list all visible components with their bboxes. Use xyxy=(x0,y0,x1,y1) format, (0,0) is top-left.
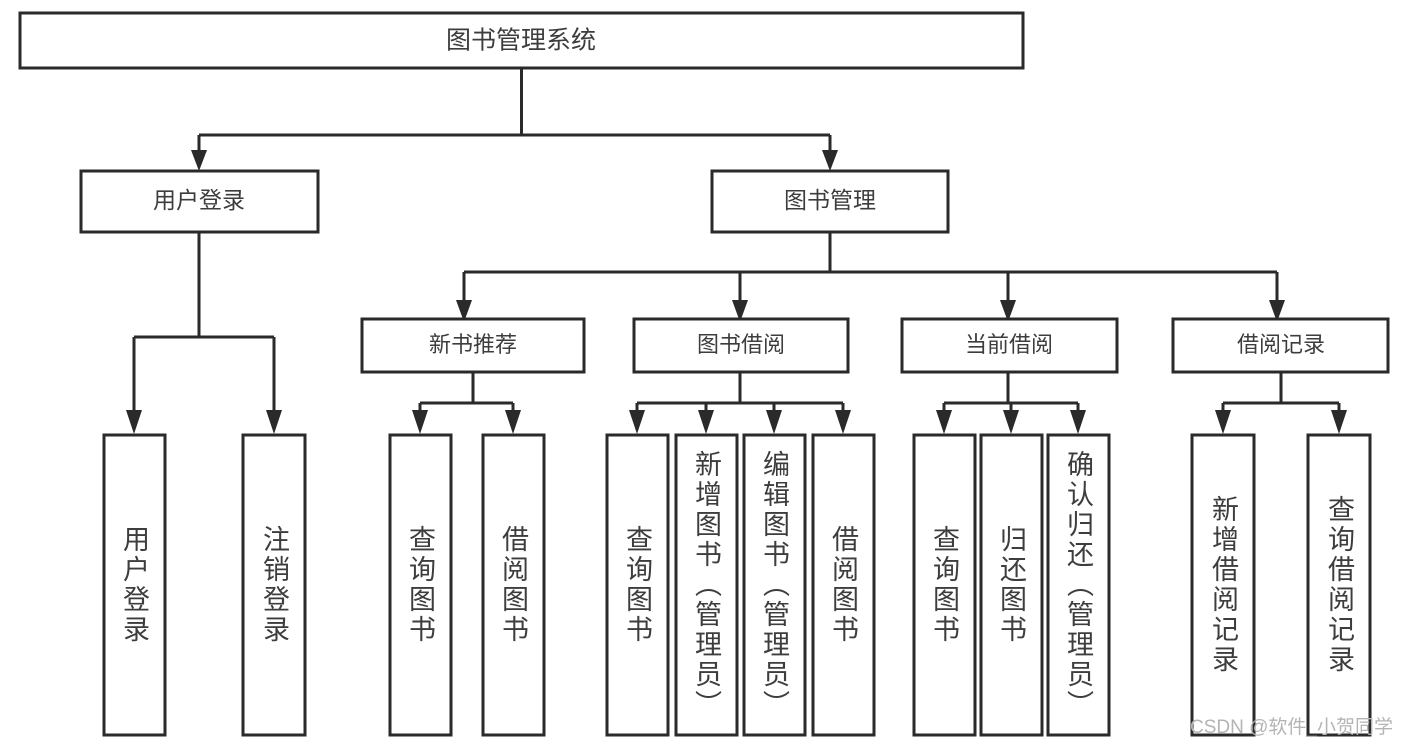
leaf-currentborrow-return-label: 归还图书 xyxy=(996,525,1027,645)
node-root[interactable]: 图书管理系统 xyxy=(18,11,1025,70)
leaf-currentborrow-return-box[interactable] xyxy=(979,433,1044,737)
arrow-head-newbook-leaf2 xyxy=(505,410,521,434)
leaf-user-login-login-label: 用户登录 xyxy=(119,525,150,645)
arrow-head-new-book xyxy=(456,300,472,322)
arrow-head-br-leaf2 xyxy=(1331,410,1347,434)
arrow-head-bb-leaf4 xyxy=(835,410,851,434)
leaf-bookborrow-borrow[interactable]: 借阅图书 xyxy=(811,433,876,737)
arrow-head-cb-leaf1 xyxy=(936,410,952,434)
leaf-newbook-query-label: 查询图书 xyxy=(405,525,436,645)
node-book-management[interactable]: 图书管理 xyxy=(710,169,950,234)
node-book-borrow-label: 图书借阅 xyxy=(697,332,785,357)
node-current-borrow-box[interactable] xyxy=(900,317,1119,374)
leaf-newbook-borrow-label: 借阅图书 xyxy=(498,525,529,645)
arrow-head-br-leaf1 xyxy=(1215,410,1231,434)
leaf-bookborrow-query-label: 查询图书 xyxy=(622,525,653,645)
node-user-login-label: 用户登录 xyxy=(153,187,245,213)
leaf-borrowrecord-add-box[interactable] xyxy=(1190,433,1256,737)
node-root-box[interactable] xyxy=(18,11,1025,70)
leaf-user-login-login-box[interactable] xyxy=(102,433,167,737)
leaf-bookborrow-query[interactable]: 查询图书 xyxy=(605,433,670,737)
node-new-book-recommend-label: 新书推荐 xyxy=(429,332,517,357)
node-book-borrow[interactable]: 图书借阅 xyxy=(632,317,850,374)
arrow-head-leaf-logout xyxy=(266,410,282,434)
node-borrow-record-box[interactable] xyxy=(1171,317,1390,374)
leaf-currentborrow-query[interactable]: 查询图书 xyxy=(912,433,977,737)
leaf-bookborrow-borrow-box[interactable] xyxy=(811,433,876,737)
leaf-currentborrow-return[interactable]: 归还图书 xyxy=(979,433,1044,737)
arrow-head-current-borrow xyxy=(1000,300,1016,322)
node-current-borrow[interactable]: 当前借阅 xyxy=(900,317,1119,374)
leaf-user-login-logout[interactable]: 注销登录 xyxy=(241,433,307,737)
arrow-head-borrow-record xyxy=(1269,300,1285,322)
leaf-bookborrow-add-box[interactable] xyxy=(674,433,739,737)
node-user-login[interactable]: 用户登录 xyxy=(79,169,320,234)
leaf-newbook-borrow-box[interactable] xyxy=(481,433,546,737)
node-book-borrow-box[interactable] xyxy=(632,317,850,374)
node-borrow-record[interactable]: 借阅记录 xyxy=(1171,317,1390,374)
arrow-head-cb-leaf2 xyxy=(1003,410,1019,434)
arrow-head-leaf-user-login xyxy=(126,410,142,434)
node-root-label: 图书管理系统 xyxy=(446,27,596,55)
node-current-borrow-label: 当前借阅 xyxy=(965,332,1053,357)
leaf-user-login-login[interactable]: 用户登录 xyxy=(102,433,167,737)
csdn-watermark: CSDN @软件_小贺同学 xyxy=(1190,717,1393,738)
leaf-bookborrow-add-label: 新增图书（管理员） xyxy=(691,450,722,720)
leaf-user-login-logout-box[interactable] xyxy=(241,433,307,737)
leaf-newbook-query-box[interactable] xyxy=(388,433,453,737)
node-book-management-box[interactable] xyxy=(710,169,950,234)
leaf-currentborrow-confirm-label: 确认归还（管理员） xyxy=(1063,450,1094,720)
leaf-borrowrecord-query-box[interactable] xyxy=(1306,433,1372,737)
leaf-borrowrecord-add[interactable]: 新增借阅记录 xyxy=(1190,433,1256,737)
arrow-head-user-login xyxy=(191,150,207,171)
leaf-borrowrecord-add-label: 新增借阅记录 xyxy=(1208,495,1239,675)
arrow-head-bb-leaf2 xyxy=(698,410,714,434)
node-new-book-recommend[interactable]: 新书推荐 xyxy=(360,317,586,374)
leaf-borrowrecord-query-label: 查询借阅记录 xyxy=(1324,495,1355,675)
leaf-bookborrow-add[interactable]: 新增图书（管理员） xyxy=(674,433,739,737)
leaf-user-login-logout-label: 注销登录 xyxy=(259,525,290,645)
leaf-bookborrow-edit[interactable]: 编辑图书（管理员） xyxy=(742,433,807,737)
connector-layer xyxy=(126,68,1347,434)
arrow-head-bb-leaf3 xyxy=(766,410,782,434)
leaf-bookborrow-query-box[interactable] xyxy=(605,433,670,737)
arrow-head-cb-leaf3 xyxy=(1070,410,1086,434)
leaf-borrowrecord-query[interactable]: 查询借阅记录 xyxy=(1306,433,1372,737)
arrow-head-book-mgmt xyxy=(822,150,838,171)
leaf-currentborrow-query-box[interactable] xyxy=(912,433,977,737)
leaf-currentborrow-query-label: 查询图书 xyxy=(929,525,960,645)
leaf-newbook-query[interactable]: 查询图书 xyxy=(388,433,453,737)
arrow-head-bb-leaf1 xyxy=(629,410,645,434)
leaf-newbook-borrow[interactable]: 借阅图书 xyxy=(481,433,546,737)
node-borrow-record-label: 借阅记录 xyxy=(1237,332,1325,357)
arrow-head-book-borrow xyxy=(732,300,748,322)
leaf-bookborrow-borrow-label: 借阅图书 xyxy=(828,525,859,645)
node-user-login-box[interactable] xyxy=(79,169,320,234)
leaf-bookborrow-edit-box[interactable] xyxy=(742,433,807,737)
leaf-currentborrow-confirm-box[interactable] xyxy=(1046,433,1111,737)
node-new-book-recommend-box[interactable] xyxy=(360,317,586,374)
node-book-management-label: 图书管理 xyxy=(784,187,876,213)
leaf-bookborrow-edit-label: 编辑图书（管理员） xyxy=(759,450,790,720)
arrow-head-newbook-leaf1 xyxy=(412,410,428,434)
leaf-currentborrow-confirm[interactable]: 确认归还（管理员） xyxy=(1046,433,1111,737)
